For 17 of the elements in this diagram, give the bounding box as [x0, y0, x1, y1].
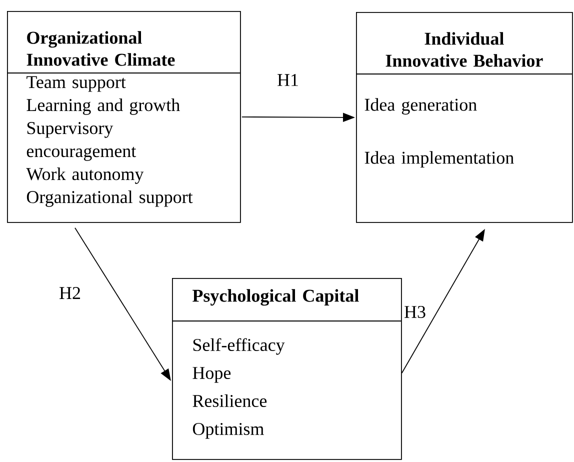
edge-label: H2: [58, 286, 82, 300]
list-item: Self-efficacy: [193, 338, 285, 355]
box-heading: Individual Innovative Behavior: [386, 32, 543, 67]
list-item: Hope: [192, 367, 231, 383]
list-item: Optimism: [192, 422, 264, 439]
list-item: Resilience: [192, 394, 267, 408]
list-item: Work autonomy: [26, 167, 144, 184]
box-heading: Psychological Capital: [192, 289, 359, 306]
edge-label: H3: [403, 304, 427, 320]
list-item: Learning and growth: [26, 98, 180, 115]
list-item: Idea implementation: [364, 151, 514, 168]
list-item: Supervisory encouragement: [26, 122, 136, 161]
list-item: Idea generation: [364, 98, 477, 115]
box-heading: Organizational Innovative Climate: [26, 31, 175, 66]
edge-label: H1: [276, 73, 300, 87]
list-item: Organizational support: [26, 190, 193, 207]
list-item: Team support: [26, 76, 126, 92]
